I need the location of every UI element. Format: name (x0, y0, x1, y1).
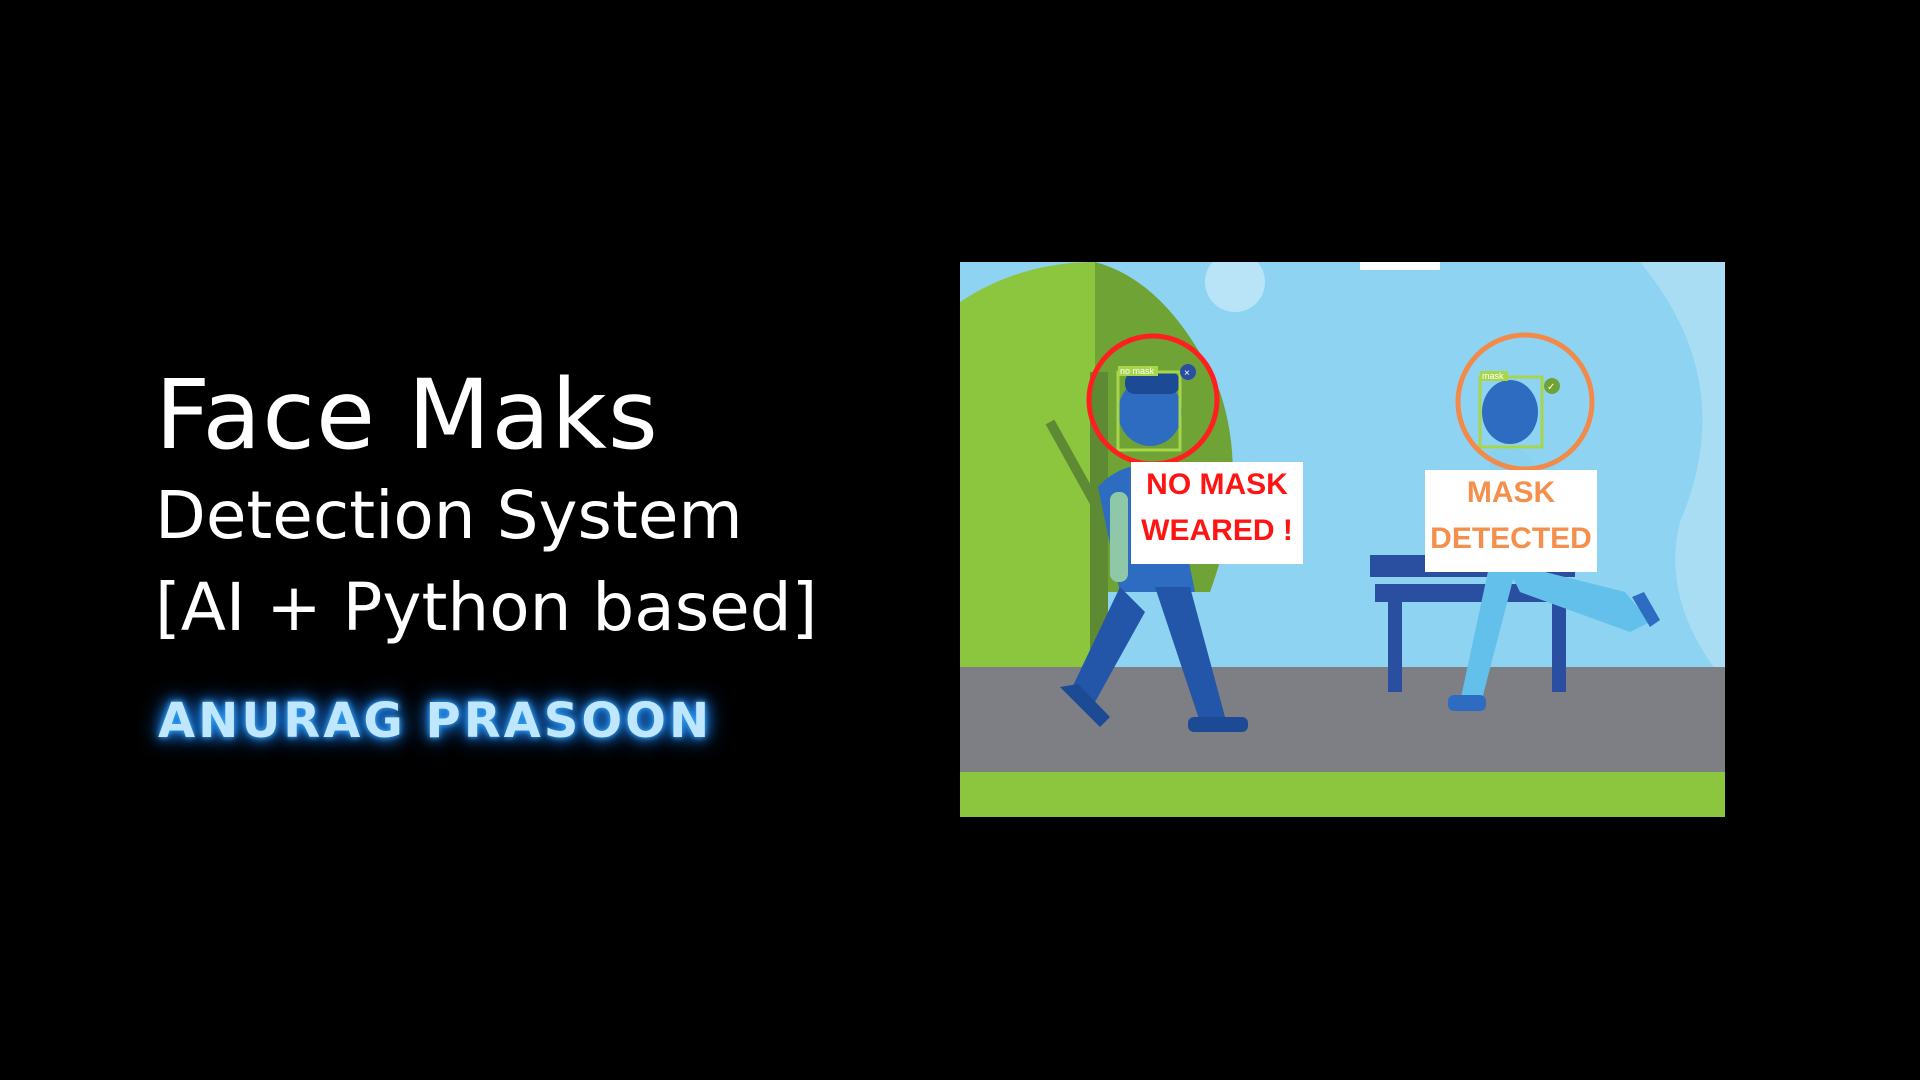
author-name: ANURAG PRASOON (158, 693, 713, 749)
tree-trunk (1090, 372, 1108, 672)
person-leg (1460, 562, 1515, 707)
mask-tag-text: mask (1482, 371, 1504, 381)
title-main: Face Maks (155, 359, 659, 471)
person-head (1482, 380, 1538, 444)
tree-branch (1045, 419, 1105, 515)
title-tagline: [AI + Python based] (155, 569, 818, 646)
person-leg (1070, 587, 1145, 702)
cross-icon-glyph: × (1184, 368, 1190, 379)
person-head (1118, 378, 1182, 446)
person-shoe (1060, 684, 1110, 727)
person-arm (1110, 492, 1128, 582)
cloud (1360, 262, 1440, 270)
no-mask-tag-text: no mask (1120, 366, 1155, 376)
no-mask-label-line1: NO MASK (1146, 468, 1288, 501)
bench-leg (1388, 602, 1402, 692)
detection-tag (1118, 366, 1158, 376)
detection-box (1478, 375, 1544, 449)
mask-label-line1: MASK (1466, 476, 1556, 509)
person-shoe (1188, 717, 1248, 732)
person-shoe (1448, 695, 1486, 711)
background-hill (1640, 262, 1725, 682)
mask-detection-illustration: no mask × mask ✓ NO MASK WEARED ! MASK D… (960, 262, 1725, 817)
person-leg (1155, 587, 1225, 722)
mask-detected-label: MASK DETECTED (1425, 470, 1597, 572)
no-mask-label-line2: WEARED ! (1141, 514, 1293, 547)
mask-label-line2: DETECTED (1430, 522, 1592, 555)
person-shoe (1632, 592, 1660, 627)
person-leg (1505, 562, 1650, 632)
title-subtitle: Detection System (155, 477, 743, 554)
cross-icon (1180, 364, 1196, 380)
grass (960, 772, 1725, 817)
title-block: Face Maks Detection System [AI + Python … (155, 360, 817, 654)
park-scene: no mask × mask ✓ (960, 262, 1725, 817)
cloud (1205, 262, 1265, 312)
person-hair (1125, 372, 1180, 394)
mask-highlight-circle (1455, 332, 1595, 472)
detection-tag (1480, 371, 1508, 381)
bench-leg (1552, 602, 1566, 692)
no-mask-label: NO MASK WEARED ! (1131, 462, 1303, 564)
check-icon (1544, 378, 1560, 394)
check-icon-glyph: ✓ (1547, 382, 1555, 393)
